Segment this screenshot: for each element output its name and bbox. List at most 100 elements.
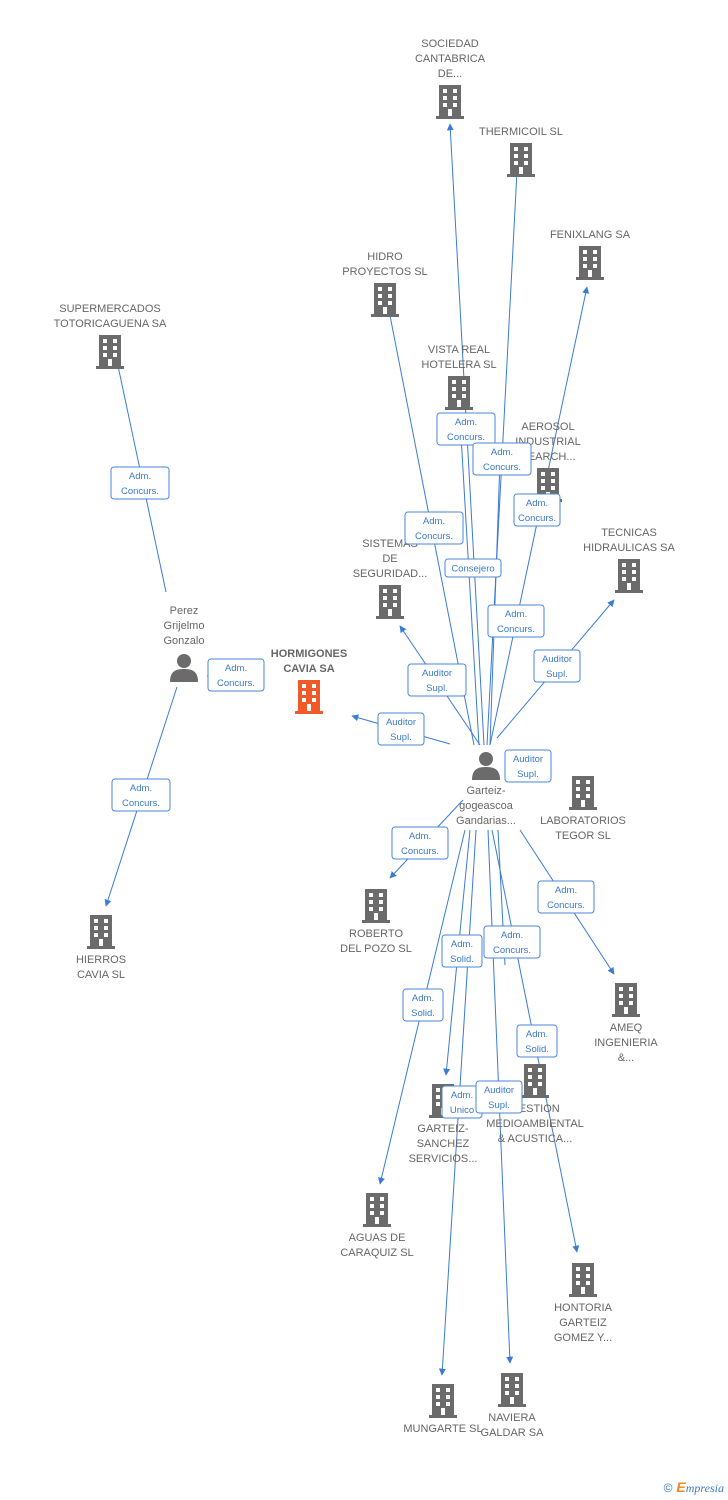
- building-icon: [615, 559, 643, 593]
- edge-label-text: Concurs.: [415, 531, 453, 542]
- node-hormigones[interactable]: HORMIGONES CAVIA SA: [271, 648, 347, 714]
- edge-label-text: Supl.: [390, 732, 412, 743]
- footer: ©Empresia: [664, 1479, 724, 1496]
- building-icon: [362, 889, 390, 923]
- edge-label-box: [513, 493, 561, 527]
- node-label: TEGOR SL: [555, 830, 611, 842]
- edge-label-text: Concurs.: [401, 846, 439, 857]
- edge-label-text: Auditor: [484, 1085, 514, 1096]
- node-label: Gandarias...: [456, 815, 516, 827]
- edge-label-text: Supl.: [426, 683, 448, 694]
- edge-label-text: Auditor: [542, 654, 572, 665]
- building-icon: [429, 1384, 457, 1418]
- node-label: CAVIA SA: [283, 663, 334, 675]
- edge-label-e15[interactable]: Adm.Concurs.: [537, 880, 595, 914]
- node-label: DEL POZO SL: [340, 943, 412, 955]
- edge-label-e8[interactable]: Consejero: [444, 558, 502, 578]
- edge-labels-layer: Adm. Concurs. Adm. Concurs. Adm. Concurs. Adm.…: [110, 412, 595, 1119]
- copyright-symbol: ©: [663, 1481, 673, 1495]
- edge-label-text: Adm.: [409, 831, 431, 842]
- building-icon: [376, 585, 404, 619]
- node-label: CANTABRICA: [415, 53, 486, 65]
- edge-label-e2[interactable]: Adm.Concurs.: [207, 658, 265, 692]
- edge-label-e10[interactable]: Adm.Concurs.: [487, 604, 545, 638]
- edge-label-box: [404, 511, 464, 545]
- edge-label-text: Auditor: [513, 754, 543, 765]
- building-icon: [569, 776, 597, 810]
- node-garteizsanchez[interactable]: GARTEIZ-SANCHEZSERVICIOS...: [409, 1084, 478, 1165]
- edge-label-text: Solid.: [525, 1044, 549, 1055]
- edge-label-e19[interactable]: Adm.Solid.: [516, 1024, 558, 1058]
- building-icon: [576, 246, 604, 280]
- node-sistemas[interactable]: SISTEMASDESEGURIDAD...: [353, 538, 428, 619]
- edge-label-text: Concurs.: [493, 945, 531, 956]
- person-icon: [472, 752, 500, 780]
- building-icon: [363, 1193, 391, 1227]
- node-label: HONTORIA: [554, 1302, 613, 1314]
- edge-label-text: Adm.: [423, 516, 445, 527]
- node-thermicoil[interactable]: THERMICOIL SL: [479, 126, 563, 177]
- node-label: SISTEMAS: [362, 538, 418, 550]
- edge-label-e6[interactable]: Adm.Concurs.: [513, 493, 561, 527]
- building-icon: [445, 376, 473, 410]
- edge-label-e17[interactable]: Adm. Concurs.: [483, 925, 541, 959]
- edge-label-e14[interactable]: Adm. Concurs.: [391, 826, 449, 860]
- node-label: Garteiz-: [466, 785, 505, 797]
- edge-label-e3[interactable]: Adm.Concurs.: [111, 778, 171, 812]
- node-garteiz[interactable]: Garteiz-gogeascoaGandarias...: [456, 752, 516, 827]
- edge-label-text: Concurs.: [547, 900, 585, 911]
- edge-label-text: Concurs.: [447, 432, 485, 443]
- edge-label-text: Adm.: [451, 939, 473, 950]
- node-sociedad[interactable]: SOCIEDADCANTABRICADE...: [415, 38, 486, 119]
- edge-label-text: Supl.: [488, 1100, 510, 1111]
- edge-label-text: Unico: [450, 1105, 474, 1116]
- node-mungarte[interactable]: MUNGARTE SL: [403, 1384, 483, 1435]
- node-label: THERMICOIL SL: [479, 126, 563, 138]
- edge-label-text: Solid.: [450, 954, 474, 965]
- node-fenixlang[interactable]: FENIXLANG SA: [550, 229, 631, 280]
- edge-label-text: Adm.: [455, 417, 477, 428]
- node-label: gogeascoa: [459, 800, 514, 812]
- edge-label-text: Adm.: [501, 930, 523, 941]
- edge-label-text: Concurs.: [497, 624, 535, 635]
- edge-label-e20[interactable]: Adm.Unico: [441, 1085, 483, 1119]
- node-roberto[interactable]: ROBERTO DEL POZO SL: [340, 889, 412, 955]
- edge-label-e5[interactable]: Adm.Concurs.: [472, 442, 532, 476]
- node-ameq[interactable]: AMEQINGENIERIA&...: [594, 983, 658, 1064]
- edge-label-box: [516, 1024, 558, 1058]
- node-label: ROBERTO: [349, 928, 403, 940]
- node-label: HORMIGONES: [271, 648, 347, 660]
- edge-label-e1[interactable]: Adm.Concurs.: [110, 466, 170, 500]
- node-aerosol[interactable]: AEROSOLINDUSTRIALSEARCH...: [515, 421, 581, 502]
- edge-label-text: Concurs.: [122, 798, 160, 809]
- building-icon: [569, 1263, 597, 1297]
- edge-label-e16[interactable]: Adm. Solid.: [441, 934, 483, 968]
- edge-label-e9[interactable]: Adm. Concurs.: [404, 511, 464, 545]
- edge-label-box: [207, 658, 265, 692]
- node-label: MUNGARTE SL: [403, 1423, 482, 1435]
- edge-label-box: [444, 558, 502, 578]
- edge-label-e18[interactable]: Adm.Solid.: [402, 988, 444, 1022]
- edge-label-text: Auditor: [422, 668, 452, 679]
- edge-label-e4[interactable]: Adm. Concurs.: [436, 412, 496, 446]
- edge-label-text: Solid.: [411, 1008, 435, 1019]
- node-label: SANCHEZ: [417, 1138, 470, 1150]
- node-label: PROYECTOS SL: [342, 266, 427, 278]
